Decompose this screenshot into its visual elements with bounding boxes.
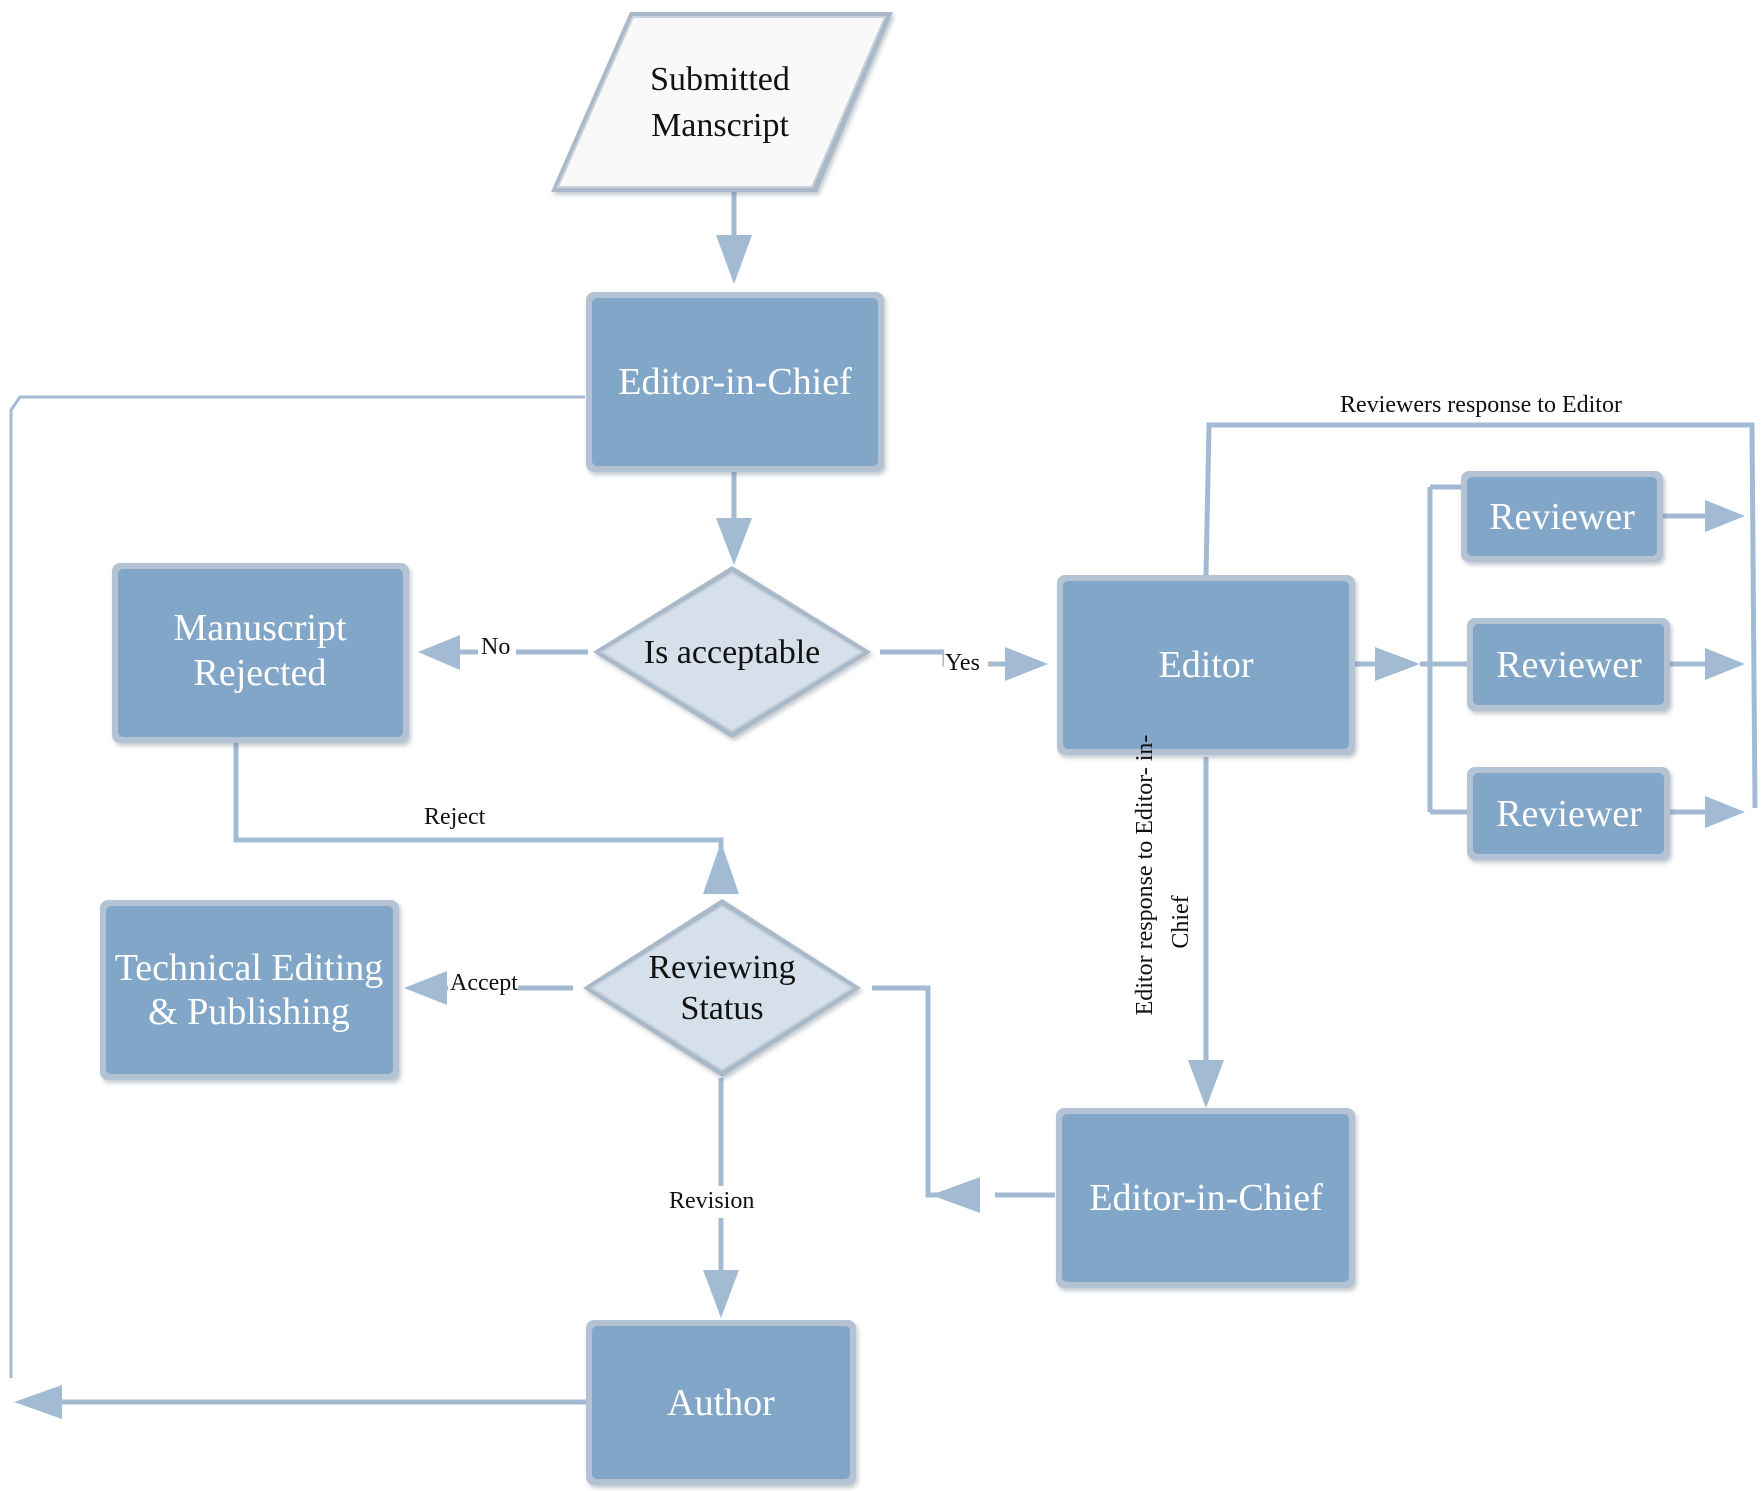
node-is-acceptable[interactable]: Is acceptable: [593, 566, 871, 738]
rejected-line2: Rejected: [194, 652, 327, 694]
arrowhead-up-reject: [703, 842, 739, 894]
arrowhead-left-accept: [404, 971, 447, 1005]
submitted-line2: Manscript: [651, 107, 789, 144]
node-manuscript-rejected[interactable]: Manuscript Rejected: [112, 563, 409, 743]
rejected-line1: Manuscript: [173, 607, 347, 649]
node-editor-in-chief-bottom[interactable]: Editor-in-Chief: [1056, 1108, 1355, 1288]
arrowhead-left-status-feed: [931, 1177, 980, 1213]
node-submitted-manuscript[interactable]: Submitted Manscript: [551, 12, 893, 192]
arrowhead-right-reviewer3: [1705, 796, 1745, 828]
author-label: Author: [667, 1382, 775, 1424]
reviewer-2-label: Reviewer: [1496, 644, 1642, 686]
arrowhead-right-reviewer2: [1705, 648, 1745, 680]
arrowhead-right-editor: [1005, 647, 1048, 681]
arrowhead-right-reviewers: [1375, 647, 1420, 681]
arrowhead-down-eic: [716, 235, 752, 284]
node-author[interactable]: Author: [586, 1320, 856, 1485]
eic-bottom-label: Editor-in-Chief: [1089, 1177, 1323, 1219]
technical-editing-line1: Technical Editing: [115, 947, 384, 989]
arrowhead-down-decision: [716, 518, 752, 565]
submitted-line1: Submitted: [650, 61, 790, 98]
editor-label: Editor: [1159, 644, 1254, 686]
arrowhead-right-reviewer1: [1705, 500, 1745, 532]
arrowhead-left-author-out: [14, 1385, 62, 1419]
eic-top-label: Editor-in-Chief: [618, 361, 852, 403]
node-reviewer-3[interactable]: Reviewer: [1467, 767, 1670, 860]
label-revision: Revision: [669, 1188, 754, 1214]
label-reviewers-response: Reviewers response to Editor: [1340, 392, 1622, 418]
label-editor-response-line2: Chief: [1168, 895, 1194, 948]
arrowhead-left-rejected: [418, 635, 460, 670]
connector-reviewers-response: [1203, 422, 1758, 809]
connector-eic-left-loop: [9, 395, 585, 1378]
reviewing-status-line2: Status: [680, 990, 763, 1027]
node-reviewer-2[interactable]: Reviewer: [1467, 618, 1670, 711]
technical-editing-line2: & Publishing: [148, 991, 350, 1033]
node-editor-in-chief-top[interactable]: Editor-in-Chief: [586, 292, 884, 472]
label-accept: Accept: [450, 970, 518, 996]
connector-status-feed: [872, 985, 960, 1198]
label-no: No: [481, 634, 510, 660]
parallelogram-inner: [556, 16, 887, 188]
reviewer-1-label: Reviewer: [1489, 496, 1635, 538]
label-reject: Reject: [424, 804, 486, 830]
arrowheads: [14, 235, 1745, 1419]
label-yes: Yes: [945, 650, 980, 676]
node-reviewing-status[interactable]: Reviewing Status: [583, 899, 861, 1077]
node-reviewer-1[interactable]: Reviewer: [1461, 471, 1663, 562]
node-technical-editing[interactable]: Technical Editing & Publishing: [100, 900, 399, 1080]
is-acceptable-label: Is acceptable: [644, 634, 821, 671]
edge-labels: No Yes Reject Accept Revision Reviewers …: [424, 392, 1622, 1218]
arrowhead-down-author: [703, 1270, 739, 1318]
reviewer-3-label: Reviewer: [1496, 793, 1642, 835]
node-editor[interactable]: Editor: [1057, 575, 1355, 755]
arrowhead-down-eic-bottom: [1188, 1060, 1224, 1108]
reviewing-status-line1: Reviewing: [648, 949, 795, 986]
label-editor-response-line1: Editor response to Editor- in-: [1132, 735, 1158, 1016]
